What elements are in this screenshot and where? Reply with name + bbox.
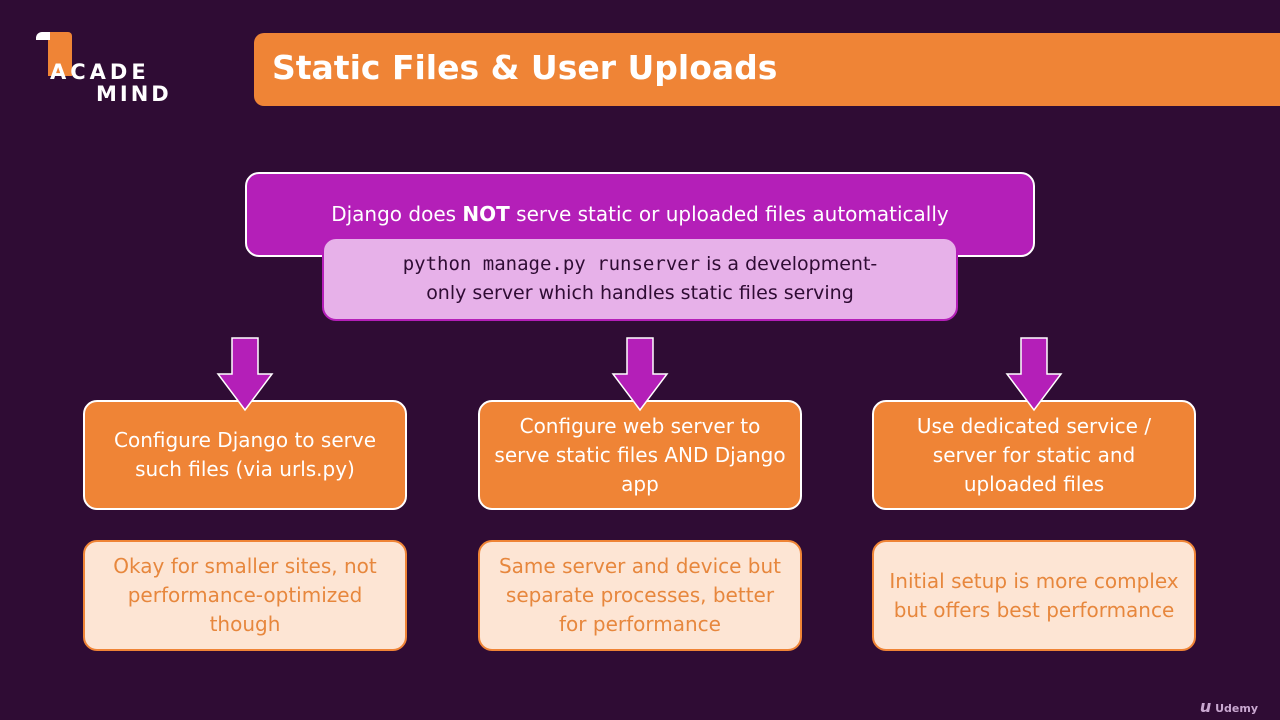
slide-title: Static Files & User Uploads xyxy=(272,48,778,87)
option-note-box: Same server and device but separate proc… xyxy=(478,540,802,651)
logo-tip-icon xyxy=(36,32,50,40)
runserver-note-box: python manage.py runserver is a developm… xyxy=(322,237,958,321)
logo-text-line1: ACADE xyxy=(50,60,150,84)
statement-emphasis: NOT xyxy=(462,202,510,226)
udemy-icon: u xyxy=(1199,697,1212,716)
runserver-command: python manage.py runserver xyxy=(402,253,701,275)
udemy-text: Udemy xyxy=(1215,702,1258,715)
runserver-text1: is a development- xyxy=(700,253,878,275)
runserver-text2: only server which handles static files s… xyxy=(426,282,854,304)
option-note-box: Okay for smaller sites, not performance-… xyxy=(83,540,407,651)
option-note-box: Initial setup is more complex but offers… xyxy=(872,540,1196,651)
down-arrow-icon xyxy=(611,337,669,412)
udemy-watermark: u Udemy xyxy=(1200,697,1258,716)
option-box: Use dedicated service / server for stati… xyxy=(872,400,1196,510)
option-box: Configure Django to serve such files (vi… xyxy=(83,400,407,510)
logo-icon xyxy=(48,32,72,76)
statement-text-rest: serve static or uploaded files automatic… xyxy=(509,202,949,226)
down-arrow-icon xyxy=(216,337,274,412)
logo-text-line2: MIND xyxy=(96,82,172,106)
down-arrow-icon xyxy=(1005,337,1063,412)
title-bar xyxy=(254,33,1280,106)
statement-text: Django does xyxy=(331,202,463,226)
